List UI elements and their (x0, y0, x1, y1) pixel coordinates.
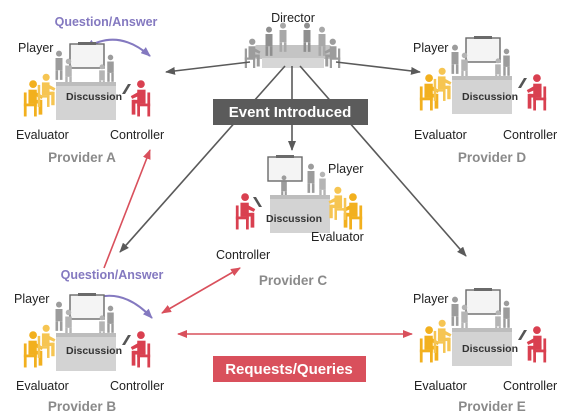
provider-a-qa-label: Question/Answer (55, 15, 158, 29)
provider-e-discussion: Discussion (462, 343, 518, 355)
arrow-b-c (161, 267, 241, 314)
event-introduced-banner: Event Introduced (213, 99, 368, 125)
arrow-director-to-e (299, 65, 467, 257)
arrow-director-to-a (165, 61, 251, 75)
provider-a-evaluator-label: Evaluator (16, 128, 69, 142)
provider-a-discussion: Discussion (66, 91, 122, 103)
requests-queries-banner: Requests/Queries (213, 356, 366, 382)
provider-a-title: Provider A (48, 150, 116, 165)
director-figures (244, 22, 341, 68)
event-introduced-label: Event Introduced (229, 104, 352, 121)
provider-d: Player Discussion Evaluator Controller P… (413, 36, 557, 165)
provider-b-discussion: Discussion (66, 345, 122, 357)
provider-b-player-label: Player (14, 292, 49, 306)
arrow-director-to-b (119, 65, 286, 253)
provider-e-player-label: Player (413, 292, 448, 306)
provider-b-qa-label: Question/Answer (61, 268, 164, 282)
provider-c-discussion: Discussion (266, 213, 322, 225)
arrow-director-to-d (335, 61, 421, 75)
provider-c: Player Discussion Controller Evaluator P… (216, 155, 364, 288)
provider-d-title: Provider D (458, 150, 527, 165)
provider-b-title: Provider B (48, 399, 117, 414)
provider-a: Question/Answer Player Discussion Evalua… (16, 15, 164, 165)
provider-b: Question/Answer Player Discussion Evalua… (14, 268, 164, 414)
director-label: Director (271, 11, 315, 25)
provider-a-player-label: Player (18, 41, 53, 55)
provider-c-controller-label: Controller (216, 248, 270, 262)
provider-d-evaluator-label: Evaluator (414, 128, 467, 142)
provider-c-title: Provider C (259, 273, 328, 288)
provider-b-evaluator-label: Evaluator (16, 379, 69, 393)
provider-b-controller-label: Controller (110, 379, 164, 393)
provider-e-title: Provider E (458, 399, 526, 414)
provider-d-controller-label: Controller (503, 128, 557, 142)
request-arrows (103, 149, 413, 338)
director-group: Director (244, 11, 341, 68)
provider-a-controller-label: Controller (110, 128, 164, 142)
provider-c-evaluator-label: Evaluator (311, 230, 364, 244)
provider-d-player-label: Player (413, 41, 448, 55)
provider-d-discussion: Discussion (462, 91, 518, 103)
requests-queries-label: Requests/Queries (225, 361, 353, 378)
director-arrows (119, 61, 467, 257)
provider-e: Player Discussion Evaluator Controller P… (413, 288, 557, 414)
provider-e-controller-label: Controller (503, 379, 557, 393)
arrow-b-to-a (103, 149, 151, 269)
provider-c-player-label: Player (328, 162, 363, 176)
provider-e-evaluator-label: Evaluator (414, 379, 467, 393)
